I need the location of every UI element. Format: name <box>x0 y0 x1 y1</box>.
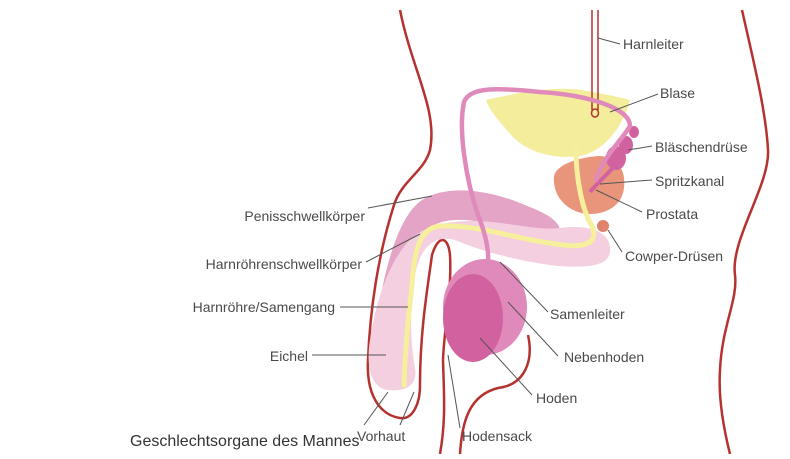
label-cowper: Cowper-Drüsen <box>625 248 723 264</box>
leader-vorhaut-b <box>400 392 414 425</box>
label-hodensack: Hodensack <box>462 428 533 444</box>
label-penisschwellkoerper: Penisschwellkörper <box>244 208 365 224</box>
label-prostata: Prostata <box>646 206 698 222</box>
label-eichel: Eichel <box>270 348 308 364</box>
cowper-gland <box>597 220 609 232</box>
leader-vorhaut-a <box>364 392 388 425</box>
label-harnroehrenschwellkoerper: Harnröhrenschwellkörper <box>206 256 363 272</box>
diagram-caption: Geschlechtsorgane des Mannes <box>130 433 359 451</box>
leader-hodensack <box>448 355 460 428</box>
label-nebenhoden: Nebenhoden <box>564 349 644 365</box>
label-blase: Blase <box>660 85 695 101</box>
label-vorhaut: Vorhaut <box>357 428 405 444</box>
label-harnleiter: Harnleiter <box>623 36 684 52</box>
label-harnroehre: Harnröhre/Samengang <box>193 299 335 315</box>
label-spritzkanal: Spritzkanal <box>655 173 724 189</box>
label-blaeschendruese: Bläschendrüse <box>655 139 748 155</box>
blase-shape <box>486 89 630 157</box>
label-hoden: Hoden <box>536 390 577 406</box>
leader-harnleiter <box>598 38 620 44</box>
buttock-outline <box>720 10 768 454</box>
hoden-shape <box>443 274 503 362</box>
label-samenleiter: Samenleiter <box>550 306 625 322</box>
